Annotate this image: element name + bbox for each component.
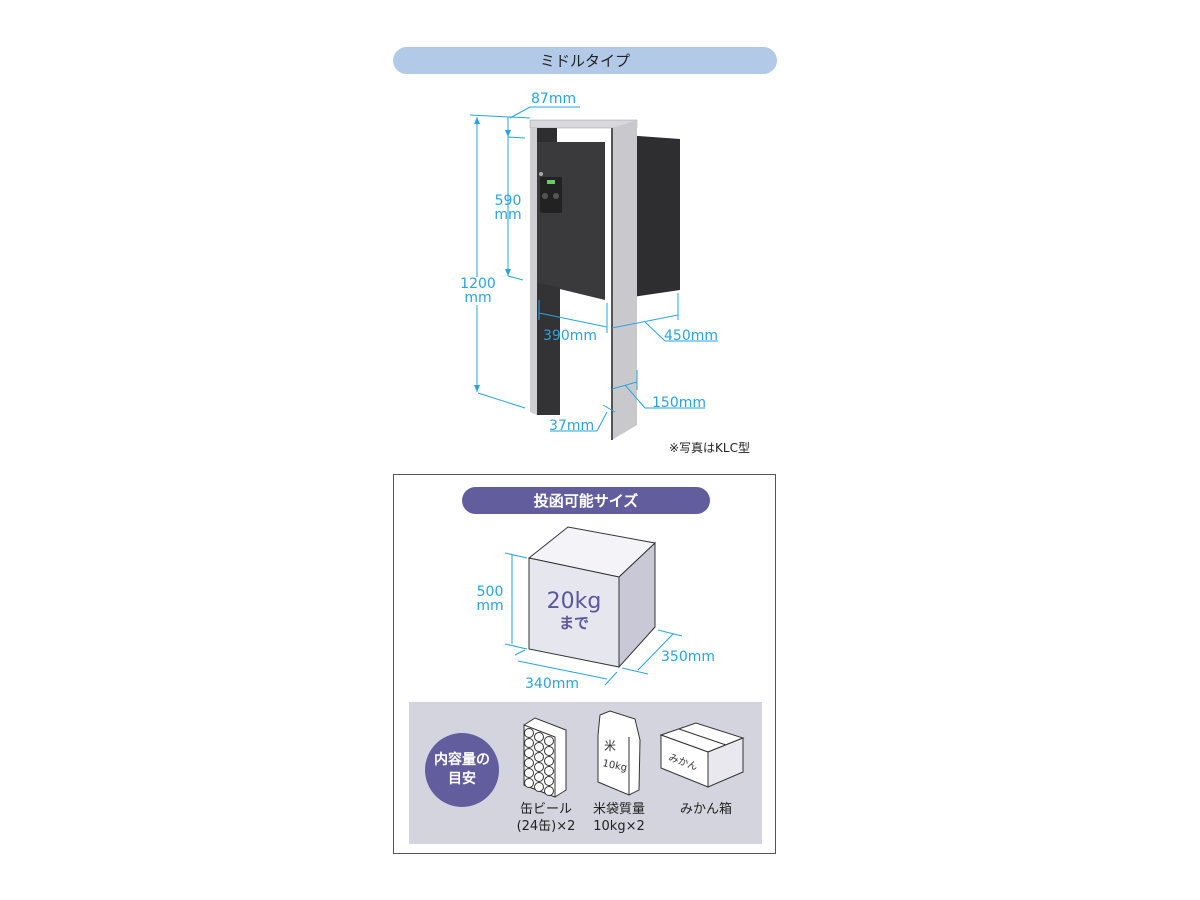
dimension-lines bbox=[469, 106, 718, 432]
can-icon bbox=[524, 748, 534, 758]
dim-cube-height: 500 mm bbox=[473, 585, 507, 613]
dim-cube-height-unit: mm bbox=[476, 598, 504, 614]
can-icon bbox=[534, 782, 544, 792]
example-mandarin: みかん箱 bbox=[665, 801, 747, 818]
photo-note: ※写真はKLC型 bbox=[669, 441, 750, 455]
mandarin-box-icon bbox=[659, 722, 745, 788]
right-post bbox=[612, 120, 637, 440]
dim-door-height-unit: mm bbox=[494, 207, 522, 223]
cube-weight: 20kg bbox=[546, 589, 602, 614]
dim-post-depth: 150mm bbox=[652, 395, 706, 411]
examples-badge: 内容量の 目安 bbox=[425, 733, 499, 807]
dim-depth: 450mm bbox=[664, 328, 718, 344]
beer-name: 缶ビール bbox=[519, 802, 572, 817]
type-header: ミドルタイプ bbox=[393, 47, 777, 74]
can-icon bbox=[544, 736, 554, 746]
type-title: ミドルタイプ bbox=[539, 52, 630, 70]
dim-total-height: 1200 mm bbox=[456, 277, 500, 305]
left-leg bbox=[530, 128, 537, 415]
rice-bag-icon bbox=[597, 710, 641, 796]
rice-name: 米袋質量 bbox=[592, 802, 645, 817]
rice-bag-label-1: 米 bbox=[604, 739, 616, 753]
example-beer: 缶ビール (24缶)×2 bbox=[505, 801, 587, 835]
keypad bbox=[540, 177, 562, 213]
can-icon bbox=[534, 772, 544, 782]
capacity-section bbox=[393, 474, 776, 854]
mandarin-name: みかん箱 bbox=[679, 802, 732, 817]
dim-width: 390mm bbox=[543, 328, 597, 344]
rice-bag-label-2: 10kg bbox=[601, 758, 628, 774]
capacity-title: 投函可能サイズ bbox=[533, 492, 639, 510]
can-icon bbox=[544, 786, 554, 796]
beer-cans-icon bbox=[523, 717, 567, 798]
can-icon bbox=[524, 768, 534, 778]
dim-top-depth: 87mm bbox=[531, 91, 577, 107]
cube-front bbox=[528, 557, 620, 668]
can-icon bbox=[524, 738, 534, 748]
dim-cube-width: 340mm bbox=[525, 676, 579, 692]
cube-weight-label: 20kg まで bbox=[529, 589, 619, 633]
can-icon bbox=[544, 766, 554, 776]
can-icon bbox=[524, 758, 534, 768]
can-icon bbox=[534, 752, 544, 762]
beer-qty: (24缶)×2 bbox=[516, 819, 576, 834]
dim-door-height: 590 mm bbox=[490, 194, 526, 222]
can-icon bbox=[524, 728, 534, 738]
dim-total-height-value: 1200 bbox=[460, 276, 496, 292]
can-icon bbox=[534, 732, 544, 742]
dim-cube-height-value: 500 bbox=[476, 584, 504, 600]
can-icon bbox=[524, 778, 534, 788]
dim-door-height-value: 590 bbox=[494, 193, 522, 209]
example-rice: 米袋質量 10kg×2 bbox=[578, 801, 660, 835]
can-icon bbox=[544, 776, 554, 786]
dim-post-width: 37mm bbox=[549, 418, 595, 434]
dim-cube-depth: 350mm bbox=[661, 649, 715, 665]
dim-total-height-unit: mm bbox=[464, 290, 492, 306]
capacity-header: 投函可能サイズ bbox=[462, 487, 710, 514]
can-icon bbox=[534, 742, 544, 752]
can-icon bbox=[544, 756, 554, 766]
badge-line1: 内容量の bbox=[434, 752, 490, 768]
badge-line2: 目安 bbox=[448, 771, 476, 787]
cube-weight-suffix: まで bbox=[558, 614, 589, 632]
rice-qty: 10kg×2 bbox=[593, 819, 645, 834]
can-icon bbox=[534, 762, 544, 772]
can-icon bbox=[544, 746, 554, 756]
